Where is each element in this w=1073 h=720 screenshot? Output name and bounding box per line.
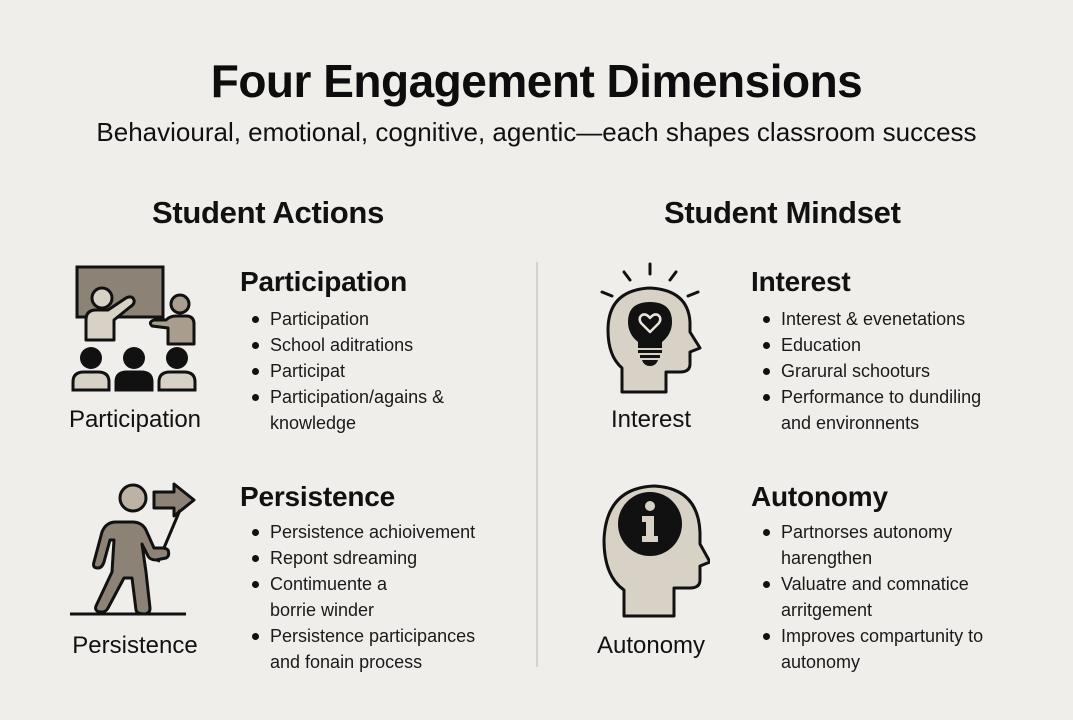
card-title-participation: Participation <box>240 266 407 297</box>
column-heading-student-actions: Student Actions <box>152 195 385 230</box>
head-lightbulb-heart-icon <box>600 262 702 394</box>
icon-label-interest: Interest <box>610 406 692 433</box>
card-title-autonomy: Autonomy <box>751 481 888 512</box>
list-item: Education <box>751 332 1011 358</box>
icon-label-participation: Participation <box>68 406 202 433</box>
bullet-list-participation: Participation School aditrations Partici… <box>240 306 480 436</box>
list-item: Contimuente a borrie winder <box>240 571 400 623</box>
list-item: Interest & evenetations <box>751 306 1011 332</box>
list-item: Partnorses autonomy harengthen <box>751 519 996 571</box>
card-title-interest: Interest <box>751 266 851 297</box>
column-divider <box>536 262 538 667</box>
card-title-persistence: Persistence <box>240 481 396 512</box>
list-item: Grarural schooturs <box>751 358 1011 384</box>
list-item: Persistence participances and fonain pro… <box>240 623 500 675</box>
walking-person-arrow-sign-icon <box>70 482 196 616</box>
list-item: School aditrations <box>240 332 480 358</box>
bullet-list-persistence: Persistence achioivement Repont sdreamin… <box>240 519 500 675</box>
icon-label-persistence: Persistence <box>72 632 198 659</box>
list-item: Persistence achioivement <box>240 519 500 545</box>
page-title: Four Engagement Dimensions <box>210 55 863 107</box>
page-subtitle: Behavioural, emotional, cognitive, agent… <box>96 117 977 147</box>
column-heading-student-mindset: Student Mindset <box>664 195 901 230</box>
bullet-list-interest: Interest & evenetations Education Grarur… <box>751 306 1011 436</box>
classroom-participation-icon <box>71 265 197 392</box>
list-item: Participat <box>240 358 480 384</box>
head-info-icon <box>602 484 710 618</box>
list-item: Performance to dundiling and environnent… <box>751 384 1011 436</box>
bullet-list-autonomy: Partnorses autonomy harengthen Valuatre … <box>751 519 1001 675</box>
list-item: Participation/agains & knowledge <box>240 384 480 436</box>
icon-label-autonomy: Autonomy <box>596 632 706 659</box>
list-item: Repont sdreaming <box>240 545 500 571</box>
list-item: Improves compartunity to autonomy <box>751 623 1031 675</box>
list-item: Valuatre and comnatice arritgement <box>751 571 1011 623</box>
list-item: Participation <box>240 306 480 332</box>
